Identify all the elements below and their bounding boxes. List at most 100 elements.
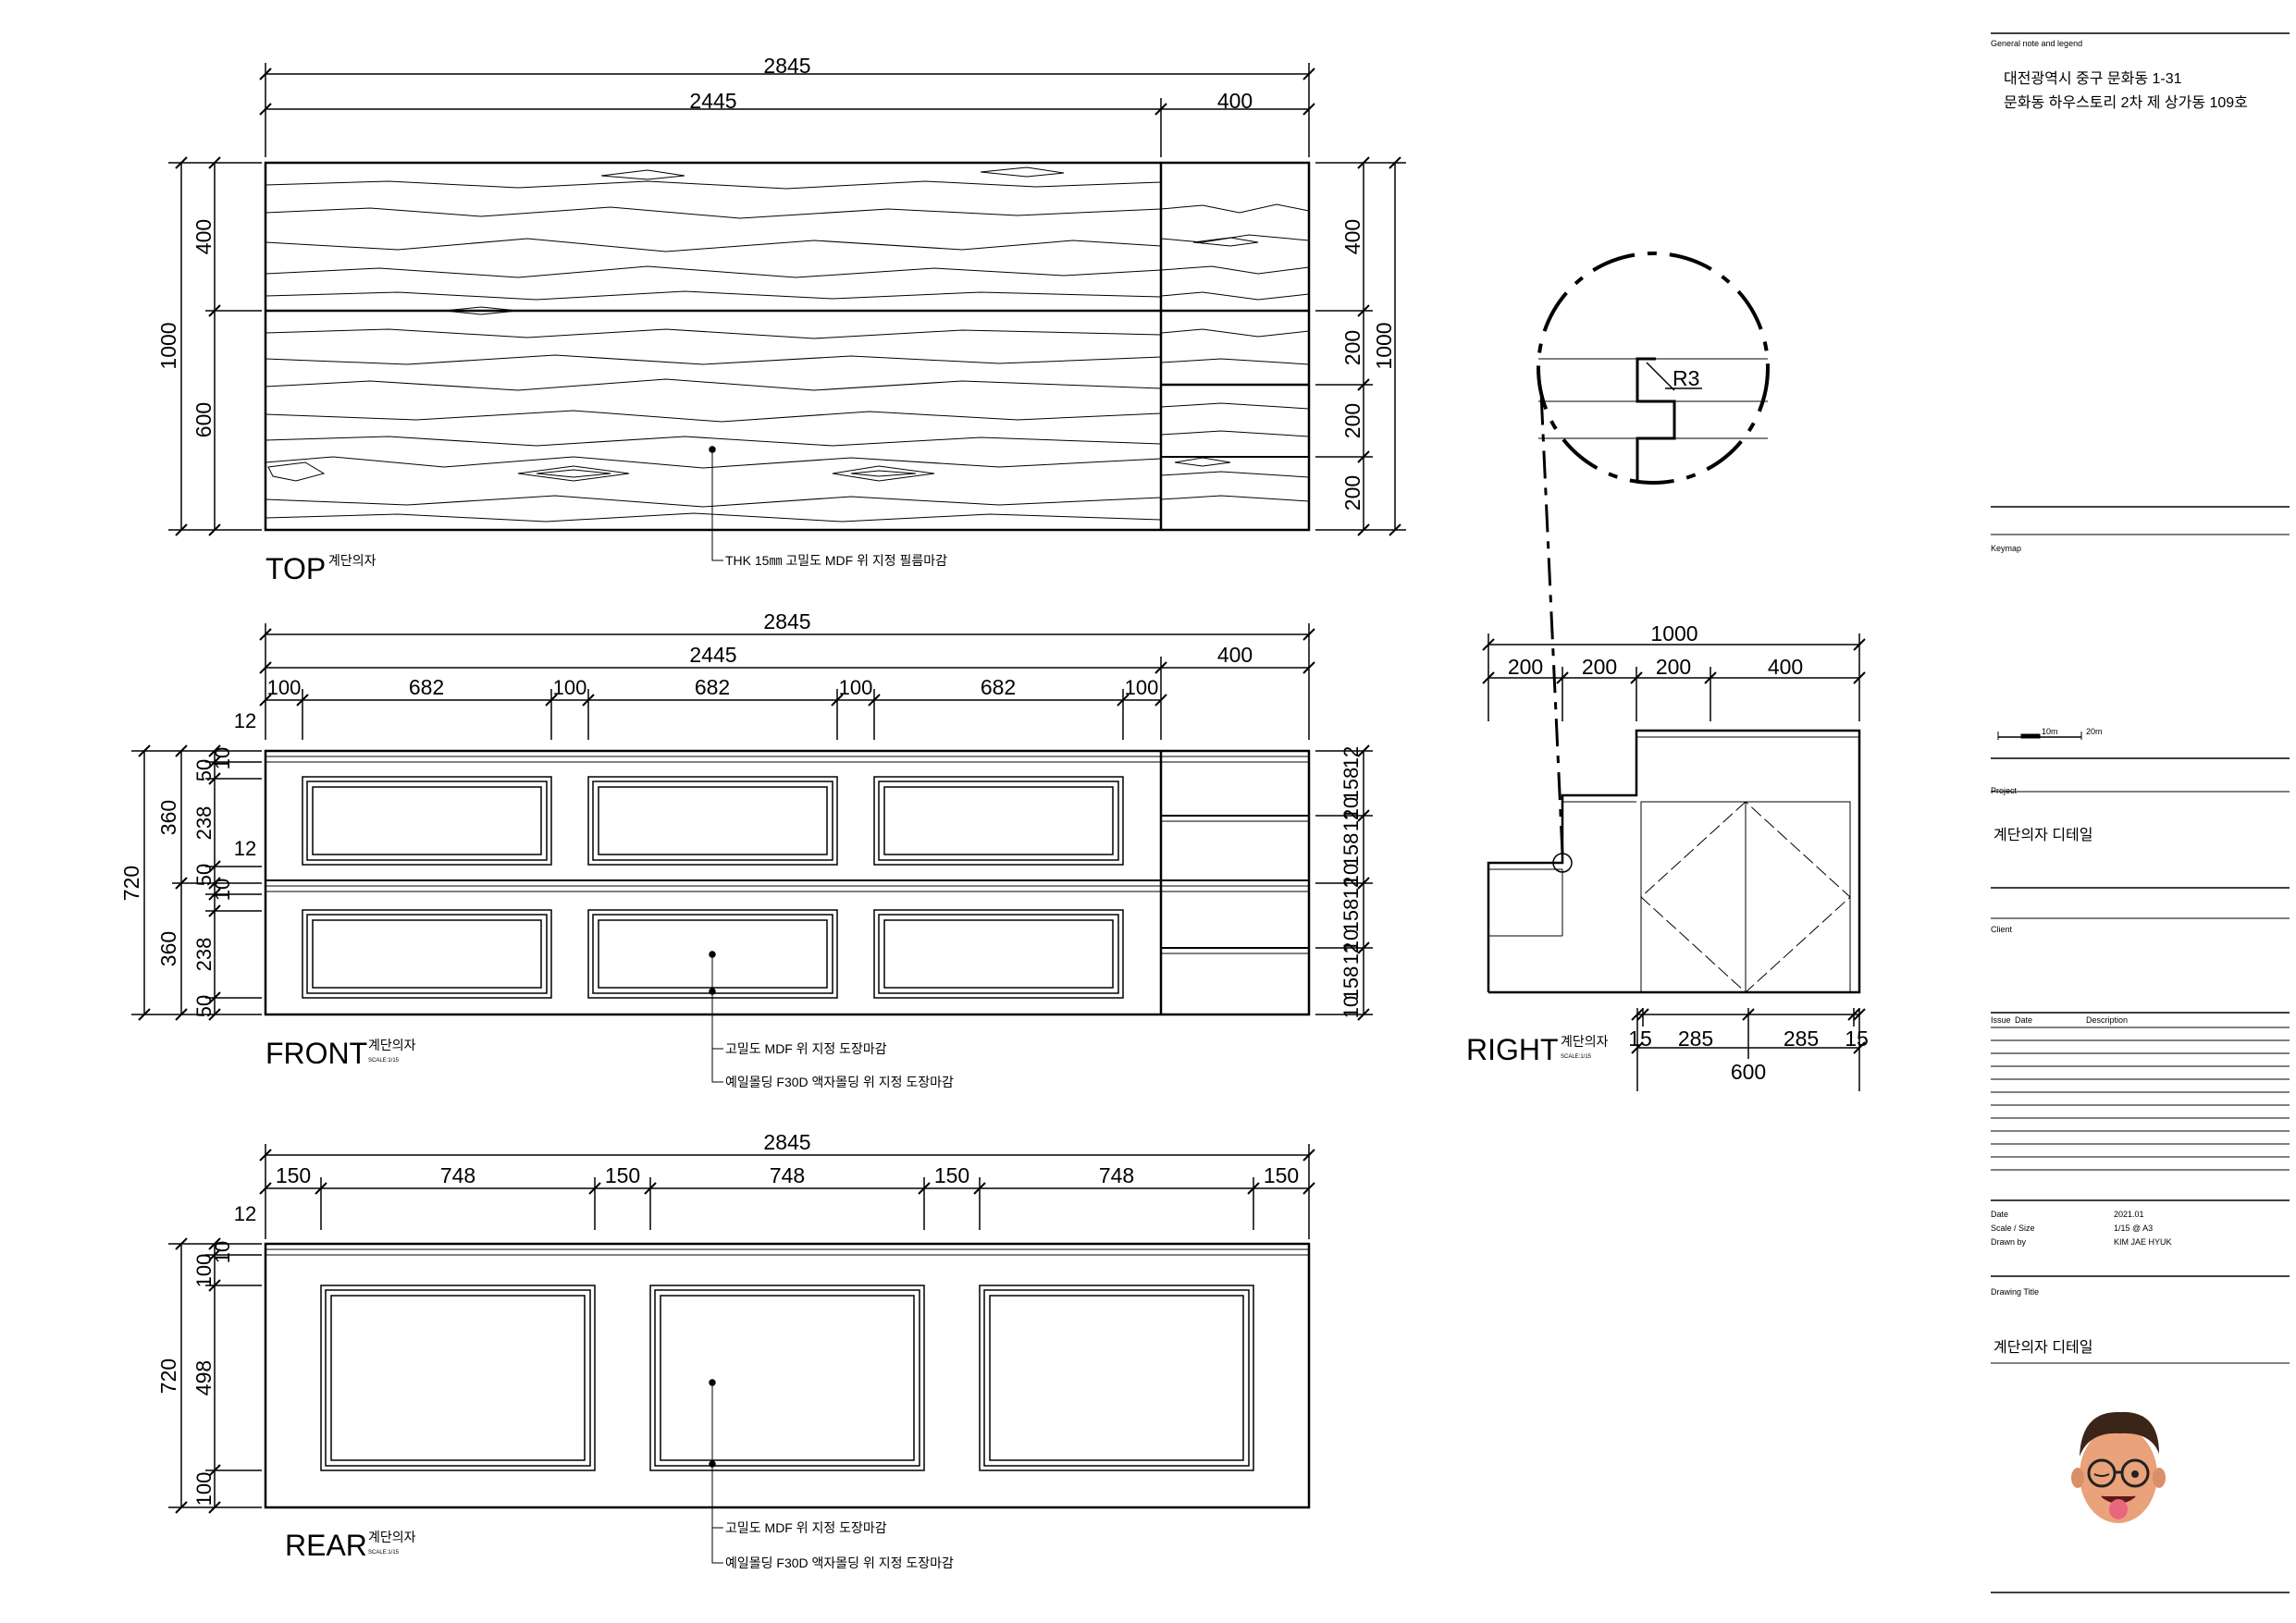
top-dim-left-600: 600: [191, 402, 216, 437]
front-r-12d: 12: [1339, 942, 1363, 965]
top-dim-400: 400: [1217, 89, 1253, 113]
address-line-1: 대전광역시 중구 문화동 1-31: [2004, 70, 2182, 87]
scale-bar-20m: 20m: [2086, 727, 2103, 736]
issue-label: Issue: [1991, 1015, 2011, 1025]
front-dim-12b: 12: [234, 837, 256, 860]
front-dim-360a: 360: [156, 800, 180, 835]
detail-r3-label: R3: [1673, 366, 1699, 390]
front-r-12c: 12: [1339, 877, 1363, 899]
rear-seg-748b: 748: [770, 1163, 805, 1187]
front-seg-682c: 682: [981, 675, 1016, 699]
top-view-labels: 2845 2445 400 1000 400 600 400 200 200 2…: [156, 54, 1396, 585]
rear-seg-150a: 150: [276, 1163, 311, 1187]
front-seg-100d: 100: [1125, 676, 1159, 699]
front-note-1: 고밀도 MDF 위 지정 도장마감: [725, 1041, 887, 1056]
top-dim-right-1000: 1000: [1372, 322, 1396, 369]
front-dim-50c: 50: [192, 995, 216, 1017]
rear-seg-150b: 150: [605, 1163, 640, 1187]
drawing-title: 계단의자 디테일: [1994, 1339, 2093, 1356]
right-view-scale: SCALE:1/15: [1561, 1054, 1592, 1060]
front-seg-682a: 682: [409, 675, 444, 699]
rear-dim-498: 498: [191, 1360, 216, 1396]
front-r-158c: 158: [1339, 899, 1363, 933]
front-dim-720: 720: [119, 866, 143, 901]
drawn-by-value: KIM JAE HYUK: [2114, 1237, 2172, 1247]
drawing-title-label: Drawing Title: [1991, 1287, 2039, 1297]
project-label: Project: [1991, 786, 2018, 795]
front-r-10c: 10: [1339, 929, 1363, 952]
front-r-10d: 10: [1339, 996, 1363, 1018]
client-label: Client: [1991, 925, 2013, 934]
right-dim-285b: 285: [1784, 1027, 1819, 1051]
top-dim-2845: 2845: [763, 54, 810, 78]
front-dim-238a: 238: [192, 806, 216, 841]
front-view-scale: SCALE:1/15: [368, 1058, 400, 1064]
right-dim-285a: 285: [1678, 1027, 1713, 1051]
general-note-label: General note and legend: [1991, 39, 2082, 48]
front-dim-50a: 50: [192, 759, 216, 781]
front-dim-12a: 12: [234, 709, 256, 732]
front-dim-2845: 2845: [763, 609, 810, 633]
scale-bar-10m: 10m: [2042, 727, 2058, 736]
rear-seg-150c: 150: [934, 1163, 969, 1187]
top-dim-left-400: 400: [191, 219, 216, 254]
rear-seg-748c: 748: [1099, 1163, 1134, 1187]
issue-date-label: Date: [2015, 1015, 2032, 1025]
date-label: Date: [1991, 1210, 2008, 1219]
top-dim-right-400: 400: [1340, 219, 1364, 254]
front-dim-360b: 360: [156, 931, 180, 966]
front-view-title: FRONT: [265, 1037, 367, 1070]
right-dim-15b: 15: [1845, 1027, 1869, 1051]
front-dim-238b: 238: [192, 938, 216, 972]
front-dim-10a: 10: [211, 747, 234, 769]
front-r-158d: 158: [1339, 966, 1363, 1001]
rear-note-1: 고밀도 MDF 위 지정 도장마감: [725, 1520, 887, 1535]
scale-size-label: Scale / Size: [1991, 1223, 2035, 1233]
right-dim-15a: 15: [1628, 1027, 1652, 1051]
rear-dim-12: 12: [234, 1202, 256, 1225]
right-dim-400: 400: [1768, 655, 1803, 679]
drawn-by-label: Drawn by: [1991, 1237, 2027, 1247]
rear-dim-720: 720: [156, 1359, 180, 1394]
title-block-text: General note and legend 대전광역시 중구 문화동 1-3…: [1991, 39, 2248, 1356]
top-dim-left-1000: 1000: [156, 322, 180, 369]
right-dim-200c: 200: [1656, 655, 1691, 679]
right-view-title: RIGHT: [1466, 1033, 1559, 1066]
avatar: [2071, 1411, 2166, 1523]
front-r-158a: 158: [1339, 768, 1363, 802]
title-block: [1991, 32, 2290, 1593]
rear-dim-100b: 100: [192, 1472, 216, 1506]
rear-seg-150d: 150: [1264, 1163, 1299, 1187]
front-r-12b: 12: [1339, 809, 1363, 831]
top-view: [168, 63, 1406, 561]
top-note: THK 15㎜ 고밀도 MDF 위 지정 필름마감: [725, 553, 947, 568]
front-r-10a: 10: [1339, 797, 1363, 819]
front-r-10b: 10: [1339, 864, 1363, 886]
rear-dim-10: 10: [211, 1241, 234, 1263]
front-dim-10b: 10: [211, 879, 234, 901]
rear-note-2: 예일몰딩 F30D 액자몰딩 위 지정 도장마감: [725, 1555, 954, 1570]
right-dim-200b: 200: [1582, 655, 1617, 679]
front-note-2: 예일몰딩 F30D 액자몰딩 위 지정 도장마감: [725, 1075, 954, 1089]
rear-view-scale: SCALE:1/15: [368, 1550, 400, 1555]
rear-view-labels: 2845 150 748 150 748 150 748 150 720 12 …: [156, 1130, 1299, 1570]
front-dim-400: 400: [1217, 643, 1253, 667]
right-view-subtitle: 계단의자: [1561, 1034, 1609, 1049]
rear-view-subtitle: 계단의자: [368, 1530, 416, 1544]
rear-dim-100a: 100: [192, 1254, 216, 1288]
front-r-158b: 158: [1339, 833, 1363, 867]
front-seg-100c: 100: [839, 676, 873, 699]
project-name: 계단의자 디테일: [1994, 827, 2093, 843]
address-line-2: 문화동 하우스토리 2차 제 상가동 109호: [2004, 94, 2248, 111]
right-dim-1000: 1000: [1650, 621, 1697, 646]
front-view-labels: 2845 2445 400 100 682 100 682 100 682 10…: [119, 609, 1363, 1089]
date-value: 2021.01: [2114, 1210, 2144, 1219]
front-view: [131, 623, 1373, 1083]
right-view-labels: 1000 200 200 200 400 15 285 285 15 600 R…: [1466, 366, 1869, 1084]
top-dim-right-200a: 200: [1340, 330, 1364, 365]
right-dim-600: 600: [1731, 1060, 1766, 1084]
top-view-title: TOP: [265, 552, 326, 585]
front-dim-50b: 50: [192, 864, 216, 886]
rear-view-title: REAR: [285, 1529, 367, 1562]
